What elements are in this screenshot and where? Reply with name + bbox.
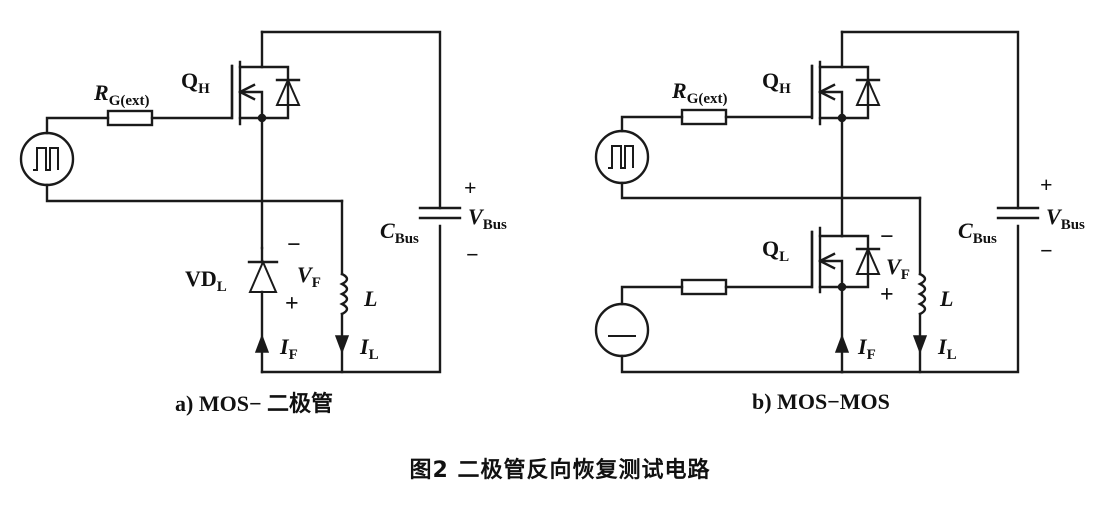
cbus-label-b: CBus — [958, 218, 997, 247]
vf-minus: − — [287, 232, 301, 258]
vf-plus-b: + — [880, 282, 894, 308]
vf-label: VF — [297, 262, 321, 291]
qh-label: QH — [181, 68, 210, 97]
diode-icon — [855, 246, 881, 275]
vbus-plus-b: + — [1040, 172, 1053, 197]
diode-icon — [855, 77, 881, 106]
ql-label: QL — [762, 236, 789, 265]
vbus-minus: − — [466, 242, 479, 267]
vf-plus: + — [285, 291, 299, 317]
mosfet-icon — [810, 226, 881, 294]
inductor-icon — [339, 272, 349, 316]
capacitor-icon — [418, 206, 462, 220]
il-label-b: IL — [937, 334, 957, 363]
mosfet-icon — [230, 30, 301, 126]
il-label: IL — [359, 334, 379, 363]
capacitor-icon — [996, 206, 1040, 220]
dc-source-icon — [594, 302, 650, 358]
vbus-label-b: VBus — [1046, 204, 1085, 233]
panel-a-circuit — [19, 30, 462, 374]
pulse-source-icon — [594, 129, 650, 185]
qh-label-b: QH — [762, 68, 791, 97]
rg-label: RG(ext) — [93, 80, 150, 109]
resistor-icon — [680, 278, 728, 296]
diode-icon — [275, 77, 301, 106]
inductor-label: L — [363, 286, 377, 311]
resistor-icon — [680, 108, 728, 126]
mosfet-icon — [810, 30, 881, 126]
figure-title: 图2 二极管反向恢复测试电路 — [409, 458, 711, 483]
inductor-label-b: L — [939, 286, 953, 311]
vbus-minus-b: − — [1040, 238, 1053, 263]
vf-label-b: VF — [886, 254, 910, 283]
panel-a-caption: a) MOS− 二极管 — [175, 391, 333, 416]
vdl-label: VDL — [185, 266, 227, 295]
if-label-b: IF — [857, 334, 876, 363]
rg-label-b: RG(ext) — [671, 78, 728, 107]
panel-b-circuit — [594, 30, 1040, 374]
diode-icon — [247, 259, 279, 293]
vbus-plus: + — [464, 175, 477, 200]
vf-minus-b: − — [880, 224, 894, 250]
panel-b-caption: b) MOS−MOS — [752, 389, 890, 414]
pulse-source-icon — [19, 131, 75, 187]
cbus-label: CBus — [380, 218, 419, 247]
inductor-icon — [917, 272, 927, 316]
if-label: IF — [279, 334, 298, 363]
resistor-icon — [106, 109, 154, 127]
vbus-label: VBus — [468, 204, 507, 233]
